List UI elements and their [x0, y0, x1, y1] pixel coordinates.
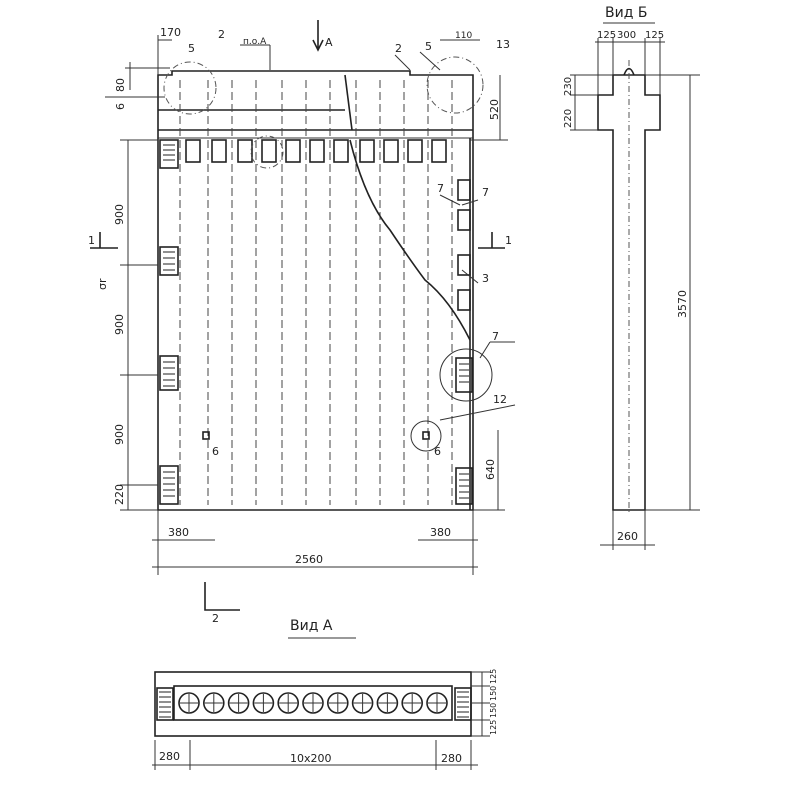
dim-220: 220 [563, 109, 574, 128]
dim-220: 220 [113, 484, 126, 505]
dim-150: 150 [489, 703, 498, 718]
label-2: 2 [218, 28, 225, 41]
label-6: 6 [434, 445, 441, 458]
section-2-label: 2 [212, 612, 219, 625]
hole [252, 692, 275, 714]
dim-125: 125 [645, 30, 664, 41]
dim-380: 380 [168, 526, 189, 539]
hole-crosshair [403, 694, 422, 712]
dim-3570: 3570 [676, 290, 689, 318]
dim-230: 230 [563, 77, 574, 96]
dim-110: 110 [455, 31, 472, 41]
dim-280: 280 [159, 750, 180, 763]
hole [351, 692, 374, 714]
label-13: 13 [496, 38, 510, 51]
view-a: Вид А 280 10x200 280 125 150 150 125 [152, 618, 498, 770]
hole [277, 692, 300, 714]
view-a-arrow-label: А [325, 36, 333, 49]
view-b: Вид Б 125 300 125 230 220 3570 260 [563, 5, 700, 550]
lifting-slots [159, 139, 473, 505]
hole-crosshair [279, 694, 298, 712]
elevation-view: 170 5 2 п.о.А А 2 5 110 13 80 6 900 900 … [88, 20, 516, 625]
dim-900: 900 [113, 314, 126, 335]
hole-crosshair [254, 694, 273, 712]
dim-10x200: 10x200 [290, 752, 332, 765]
dim-280: 280 [441, 752, 462, 765]
dim-900: 900 [113, 424, 126, 445]
dim-520: 520 [488, 99, 501, 120]
hole-crosshair [378, 694, 397, 712]
dim-170: 170 [160, 26, 181, 39]
label-7: 7 [437, 182, 444, 195]
label-7: 7 [482, 186, 489, 199]
dim-380: 380 [430, 526, 451, 539]
hole [203, 692, 225, 714]
view-a-title: Вид А [290, 618, 333, 634]
dim-150: 150 [489, 686, 498, 701]
hole [302, 692, 324, 714]
rebar-lines [179, 80, 453, 505]
dim-125: 125 [597, 30, 616, 41]
label-5b: 5 [425, 40, 432, 53]
label-poa: п.о.А [243, 37, 267, 47]
hole [426, 692, 448, 714]
label-3: 3 [482, 272, 489, 285]
dim-80: 80 [114, 78, 127, 92]
dim-900: 900 [113, 204, 126, 225]
top-openings [185, 139, 447, 163]
hole-crosshair [428, 694, 446, 712]
hole-row [178, 692, 448, 714]
label-6: 6 [212, 445, 219, 458]
section-1-right: 1 [505, 234, 512, 247]
label-2b: 2 [395, 42, 402, 55]
hole [178, 692, 200, 714]
view-b-title: Вид Б [605, 5, 647, 21]
label-6: 6 [114, 103, 127, 110]
hole-crosshair [353, 694, 372, 712]
dim-640: 640 [484, 459, 497, 480]
right-openings [457, 179, 471, 311]
hole-crosshair [229, 694, 248, 712]
hole [401, 692, 424, 714]
end-slots [156, 687, 472, 721]
dim-300: 300 [617, 30, 636, 41]
label-7: 7 [492, 330, 499, 343]
dim-125: 125 [489, 720, 498, 735]
hole [227, 692, 250, 714]
hole-crosshair [180, 694, 198, 712]
hole-crosshair [328, 694, 347, 712]
label-sigma: σr [96, 278, 109, 290]
hole-crosshair [304, 694, 322, 712]
section-1-left: 1 [88, 234, 95, 247]
hole-crosshair [204, 694, 223, 712]
dim-125: 125 [489, 669, 498, 684]
label-12: 12 [493, 393, 507, 406]
dim-260: 260 [617, 530, 638, 543]
hole [326, 692, 349, 714]
label-5: 5 [188, 42, 195, 55]
hole [376, 692, 399, 714]
dim-2560: 2560 [295, 553, 323, 566]
